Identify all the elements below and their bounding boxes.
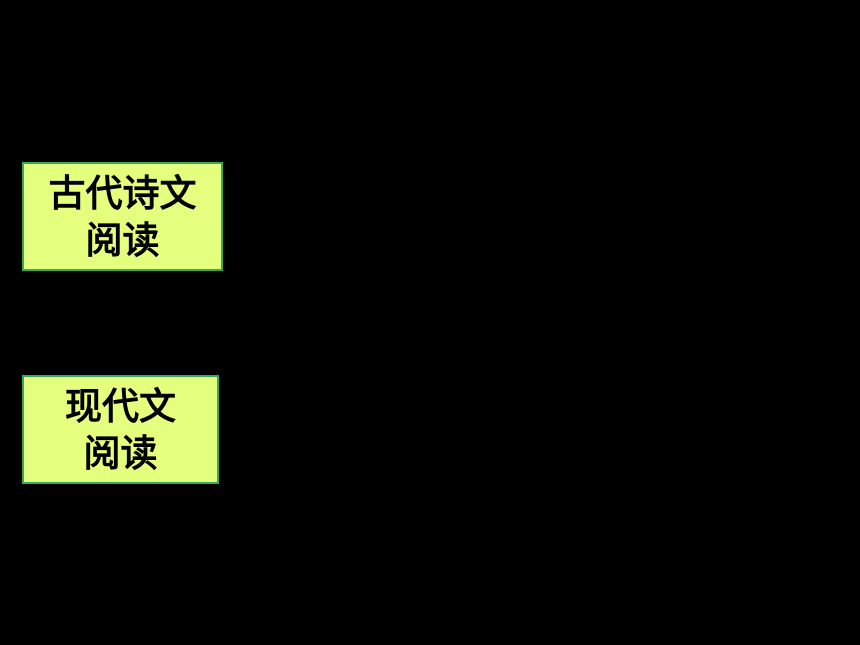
ancient-box-line2: 阅读 bbox=[85, 218, 160, 262]
ancient-box-line1: 古代诗文 bbox=[48, 171, 197, 215]
modern-prose-reading-box: 现代文 阅读 bbox=[22, 375, 219, 484]
modern-box-line2: 阅读 bbox=[83, 431, 158, 475]
ancient-poetry-reading-box: 古代诗文 阅读 bbox=[22, 162, 223, 271]
modern-box-line1: 现代文 bbox=[65, 384, 176, 428]
